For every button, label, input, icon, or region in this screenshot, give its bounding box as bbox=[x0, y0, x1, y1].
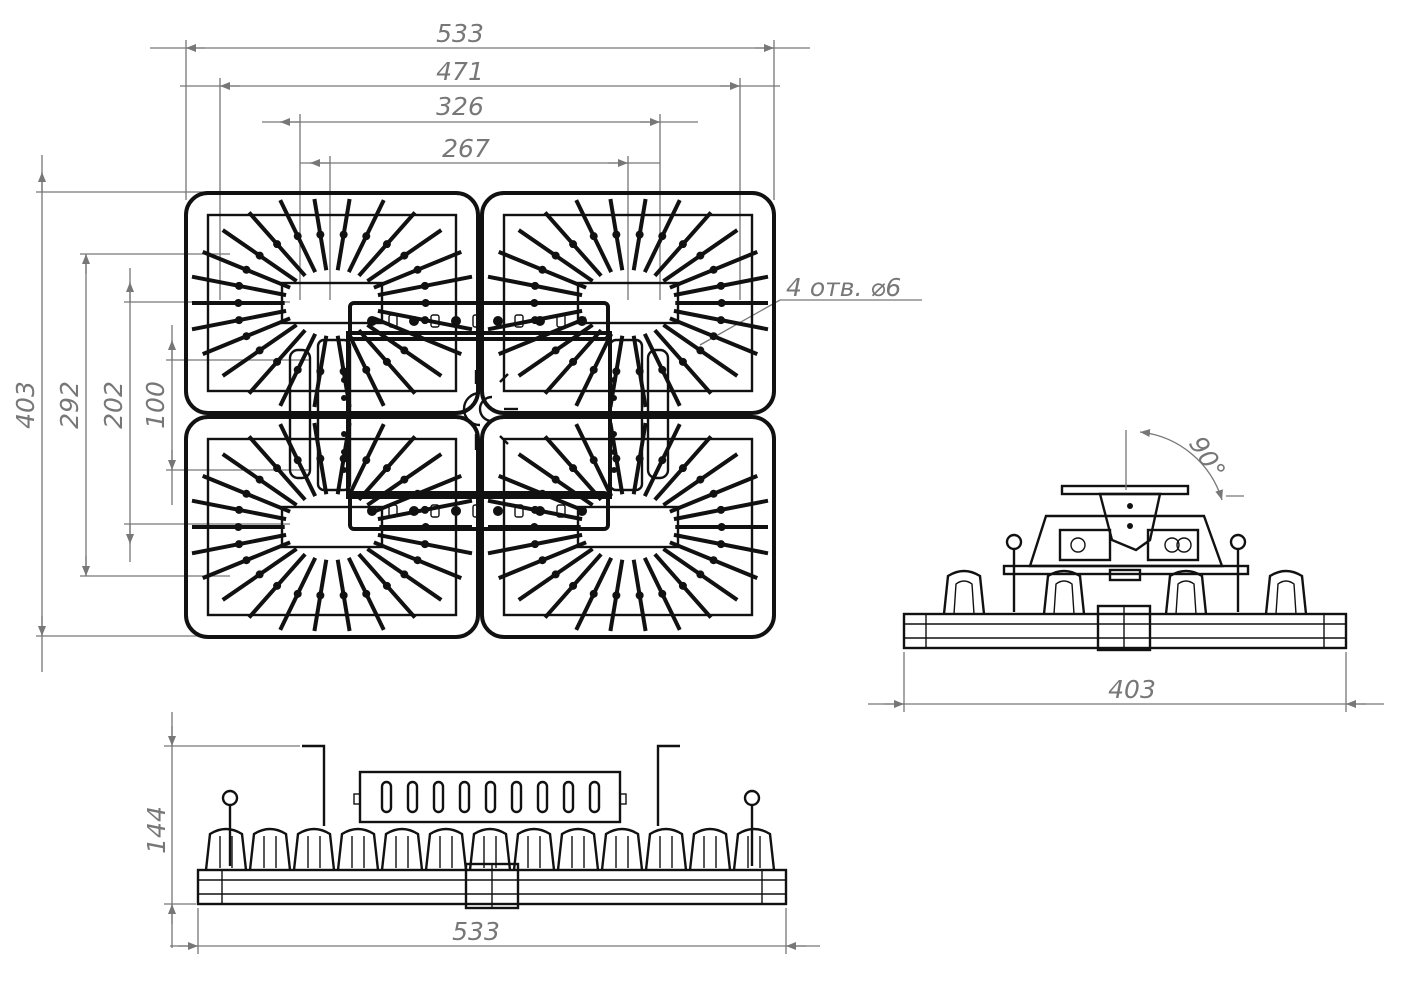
side-fin bbox=[942, 569, 986, 615]
dim-533-top: 533 bbox=[436, 19, 484, 48]
dim-100: 100 bbox=[141, 381, 170, 429]
dimension-height-100: 100 bbox=[141, 325, 310, 505]
front-fin bbox=[512, 827, 556, 871]
side-base bbox=[902, 604, 1348, 652]
front-base bbox=[196, 862, 788, 910]
driver-slots bbox=[380, 780, 601, 814]
front-fin bbox=[556, 827, 600, 871]
front-fin bbox=[644, 827, 688, 871]
driver-plate bbox=[288, 301, 670, 531]
side-width-dimension: 403 bbox=[868, 652, 1384, 712]
side-view: 90° 403 bbox=[868, 429, 1384, 712]
dim-403-side: 403 bbox=[1108, 675, 1156, 704]
front-bracket bbox=[221, 744, 761, 866]
dimension-height-overall: 403 bbox=[11, 155, 230, 672]
side-bracket bbox=[1002, 484, 1250, 612]
dimension-width-mount: 471 bbox=[180, 57, 780, 300]
plate-slots bbox=[341, 314, 617, 518]
front-fin bbox=[336, 827, 380, 871]
front-fin bbox=[732, 827, 776, 871]
top-view: 533 471 326 267 bbox=[11, 19, 922, 672]
dim-403-vertical: 403 bbox=[11, 381, 40, 429]
front-fin bbox=[468, 827, 512, 871]
angle-dimension: 90° bbox=[1125, 429, 1244, 501]
dim-471: 471 bbox=[436, 57, 484, 86]
front-fin bbox=[292, 827, 336, 871]
dimension-width-holes: 267 bbox=[300, 134, 660, 300]
light-symbol-icon bbox=[462, 370, 518, 450]
dim-292: 292 bbox=[55, 381, 84, 429]
holes-note-text: 4 отв. ⌀6 bbox=[786, 273, 901, 302]
heatsink-module bbox=[184, 191, 480, 415]
dim-267: 267 bbox=[442, 134, 490, 163]
dimension-width-overall: 533 bbox=[150, 19, 810, 200]
dim-326: 326 bbox=[436, 92, 484, 121]
dim-202: 202 bbox=[99, 381, 128, 429]
side-fin bbox=[1164, 569, 1208, 615]
dim-144: 144 bbox=[142, 806, 171, 854]
side-fins bbox=[942, 569, 1308, 615]
front-view: 533 144 bbox=[142, 712, 820, 954]
front-fin bbox=[600, 827, 644, 871]
front-fin bbox=[380, 827, 424, 871]
front-fin bbox=[688, 827, 732, 871]
front-fins bbox=[204, 827, 776, 871]
angle-label: 90° bbox=[1183, 431, 1231, 484]
side-fin bbox=[1264, 569, 1308, 615]
front-fin bbox=[424, 827, 468, 871]
front-height-dimension: 144 bbox=[142, 712, 300, 948]
dimension-height-202: 202 bbox=[99, 268, 290, 562]
side-fin bbox=[1042, 569, 1086, 615]
dim-533-front: 533 bbox=[452, 917, 500, 946]
front-fin bbox=[248, 827, 292, 871]
heatsink-modules bbox=[184, 191, 776, 639]
front-fin bbox=[204, 827, 248, 871]
dimension-width-inner: 326 bbox=[262, 92, 698, 300]
front-width-dimension: 533 bbox=[170, 908, 820, 954]
